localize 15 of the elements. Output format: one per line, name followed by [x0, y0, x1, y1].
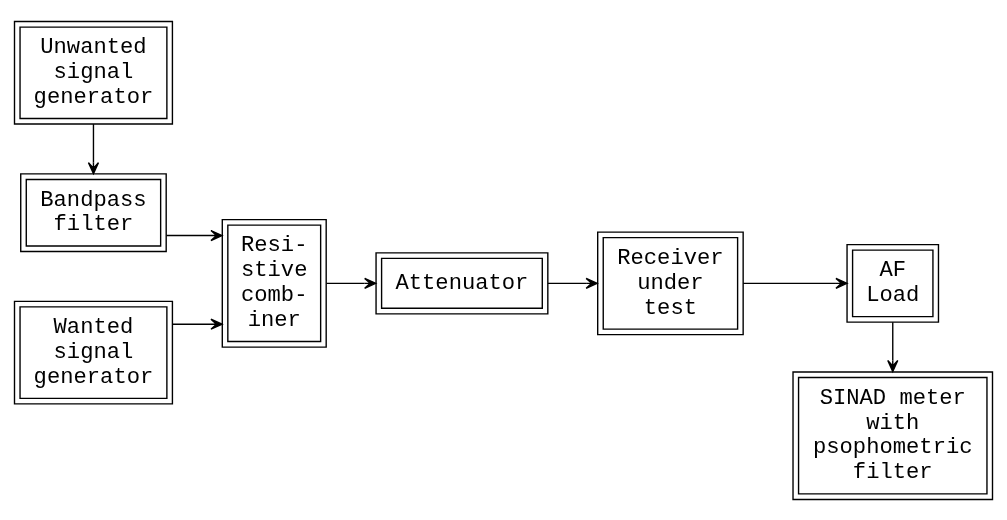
arrow [887, 321, 899, 372]
arrow [172, 318, 223, 330]
arrow [165, 229, 223, 241]
node-box: Bandpass filter [20, 172, 167, 252]
arrow [742, 277, 848, 289]
node-box: AF Load [846, 243, 940, 323]
node-box: SINAD meter with psophometric filter [792, 370, 994, 500]
arrow [547, 277, 598, 289]
arrow [325, 277, 377, 289]
node-box: Receiver under test [597, 230, 744, 335]
node-box: Resi- stive comb- iner [221, 218, 327, 348]
node-box: Attenuator [375, 251, 549, 315]
node-box: Unwanted signal generator [13, 20, 174, 125]
node-box: Wanted signal generator [13, 300, 174, 405]
arrow [87, 122, 100, 174]
